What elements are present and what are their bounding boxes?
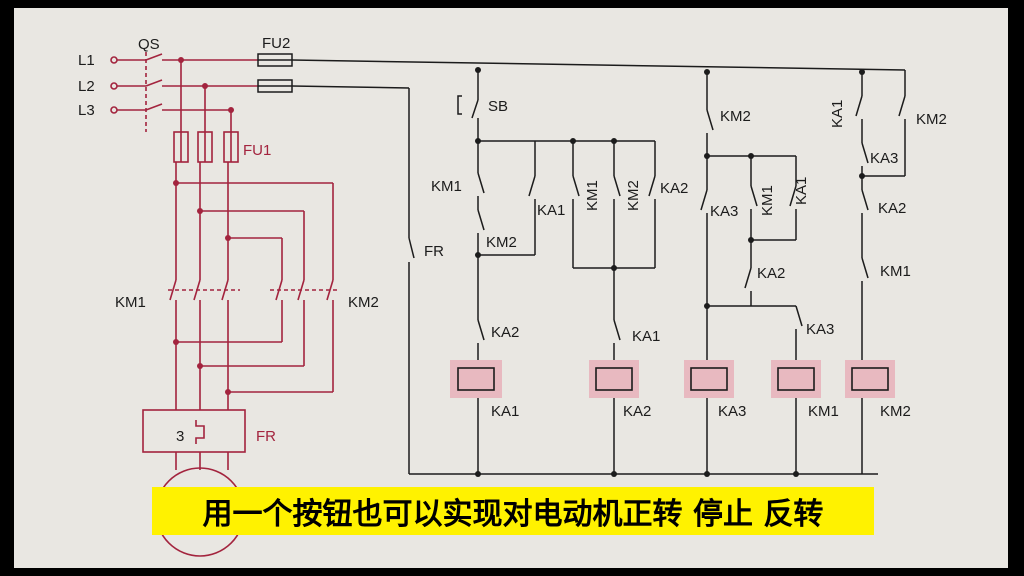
- label-col3-p1: KM1: [759, 185, 776, 216]
- qs-blade-1: [145, 53, 163, 61]
- label-col1-c3: KA2: [491, 324, 519, 341]
- label-fu2: FU2: [262, 35, 290, 52]
- coil-ka3: [684, 360, 734, 398]
- label-col2-c1: KA1: [632, 328, 660, 345]
- control-junctions: [475, 67, 865, 477]
- label-col2-p2: KM2: [625, 180, 642, 211]
- coil-ka1: [450, 360, 502, 398]
- label-km2-power: KM2: [348, 294, 379, 311]
- sb-pushbutton: [471, 99, 479, 119]
- label-coil-ka1: KA1: [491, 403, 519, 420]
- label-col3-c2: KA2: [757, 265, 785, 282]
- ka1-no-contact-hold: [528, 175, 536, 197]
- terminal-l2: [110, 82, 118, 90]
- label-col3-c1: KA3: [710, 203, 738, 220]
- label-col5-c2: KA2: [878, 200, 906, 217]
- video-subtitle: 用一个按钮也可以实现对电动机正转 停止 反转: [152, 487, 874, 535]
- label-col5-top-r: KM2: [916, 111, 947, 128]
- coils: [450, 360, 895, 398]
- label-l3: L3: [78, 102, 95, 119]
- terminal-l3: [110, 106, 118, 114]
- control-circuit: [181, 53, 906, 475]
- label-col1-c1: KM1: [431, 178, 462, 195]
- qs-blade-3: [145, 103, 163, 111]
- label-km1-power: KM1: [115, 294, 146, 311]
- power-junctions: [173, 57, 234, 395]
- power-circuit: [110, 52, 340, 557]
- label-coil-ka2: KA2: [623, 403, 651, 420]
- label-fr-power: FR: [256, 428, 276, 445]
- label-col4-c1: KA3: [806, 321, 834, 338]
- label-fr-symbol: 3: [176, 428, 184, 445]
- terminal-l1: [110, 56, 118, 64]
- label-col2-p3: KA2: [660, 180, 688, 197]
- km2-nc-contact: [477, 209, 485, 231]
- power-labels: L1 L2 L3 QS FU1 KM1 KM2 FR 3: [78, 36, 379, 445]
- label-col3-p2: KA1: [793, 177, 810, 205]
- km2-nc-contact-col3: [706, 109, 714, 131]
- label-l1: L1: [78, 52, 95, 69]
- label-fr-control: FR: [424, 243, 444, 260]
- coil-ka2: [589, 360, 639, 398]
- qs-blade-2: [145, 79, 163, 87]
- label-col5-c1: KA3: [870, 150, 898, 167]
- coil-km2: [845, 360, 895, 398]
- fr-thermal-relay: [142, 409, 246, 453]
- label-col5-top-l: KA1: [829, 100, 846, 128]
- km1-nc-contact: [477, 172, 485, 194]
- coil-km1: [771, 360, 821, 398]
- label-l2: L2: [78, 78, 95, 95]
- label-qs: QS: [138, 36, 160, 53]
- label-col2-p1: KM1: [584, 180, 601, 211]
- label-coil-km2: KM2: [880, 403, 911, 420]
- control-labels: FU2 SB FR KM1 KM2 KA2 KA1 KA1 KM1 KM2 KA…: [262, 35, 947, 420]
- ka2-nc-contact-col1: [477, 319, 485, 341]
- label-coil-km1: KM1: [808, 403, 839, 420]
- label-col1-c2: KM2: [486, 234, 517, 251]
- label-fu1: FU1: [243, 142, 271, 159]
- fr-nc-contact: [408, 237, 415, 259]
- label-col3-top: KM2: [720, 108, 751, 125]
- label-col1-hold: KA1: [537, 202, 565, 219]
- label-coil-ka3: KA3: [718, 403, 746, 420]
- label-col5-c3: KM1: [880, 263, 911, 280]
- label-sb: SB: [488, 98, 508, 115]
- km1-contact-1: [169, 279, 177, 301]
